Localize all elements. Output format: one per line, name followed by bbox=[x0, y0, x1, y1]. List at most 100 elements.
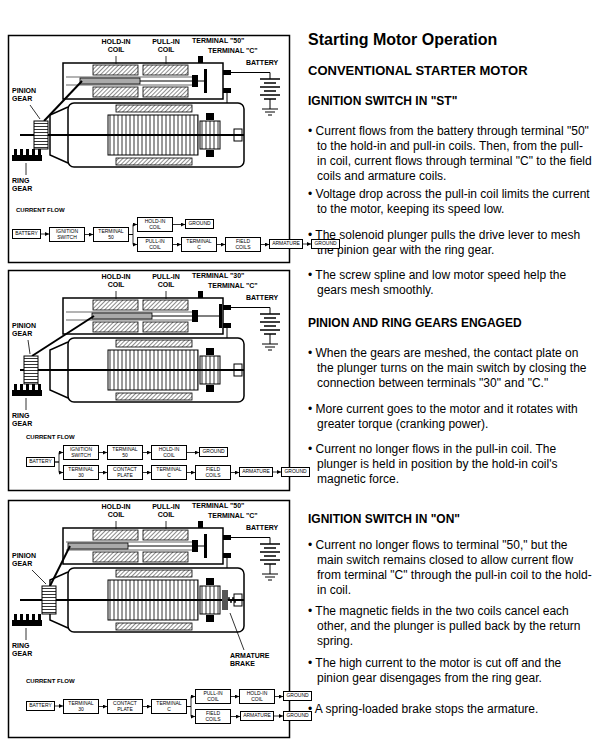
flow-arrow bbox=[99, 452, 107, 453]
part-label: PULL-IN COIL bbox=[148, 503, 184, 518]
flow-box: ARMATURE bbox=[239, 467, 273, 477]
part-label: PINION GEAR bbox=[12, 552, 46, 567]
box-text: HOLD-IN COIL bbox=[242, 691, 272, 702]
drawing-part bbox=[152, 315, 219, 316]
drawing-part bbox=[219, 304, 222, 328]
flow-arrow bbox=[173, 224, 185, 225]
panel-frame bbox=[9, 36, 290, 263]
box-text: TERMINAL 50 bbox=[96, 229, 126, 240]
box-text: ARMATURE bbox=[243, 713, 271, 719]
part-label: TERMINAL "C" bbox=[208, 512, 258, 520]
box-text: CONTACT PLATE bbox=[110, 467, 140, 478]
part-label: PULL-IN COIL bbox=[148, 38, 184, 53]
section-heading: PINION AND RING GEARS ENGAGED bbox=[308, 316, 592, 331]
box-text: FIELD COILS bbox=[228, 239, 258, 250]
box-text: GROUND bbox=[284, 469, 306, 475]
drawing-part bbox=[92, 313, 152, 319]
drawing-part bbox=[12, 56, 280, 175]
flow-box: BATTERY bbox=[12, 229, 41, 239]
flow-arrow bbox=[273, 472, 281, 473]
part-label: BATTERY bbox=[246, 294, 278, 302]
flow-box: PULL-IN COIL bbox=[195, 689, 231, 704]
drawing-part bbox=[42, 586, 56, 614]
flow-arrow bbox=[187, 707, 195, 717]
flow-box: ARMATURE bbox=[240, 711, 274, 721]
drawing-part bbox=[222, 590, 228, 610]
flow-box: GROUND bbox=[185, 219, 214, 229]
flow-arrow bbox=[55, 453, 63, 463]
flow-arrow bbox=[55, 462, 63, 473]
box-text: GROUND bbox=[202, 449, 224, 455]
box-text: FIELD COILS bbox=[198, 711, 228, 722]
box-text: IGNITION SWITCH bbox=[52, 229, 82, 240]
flow-box: TERMINAL 50 bbox=[107, 445, 143, 460]
starter-st bbox=[12, 56, 280, 175]
flow-arrow bbox=[129, 225, 137, 235]
box-text: TERMINAL C bbox=[184, 239, 214, 250]
flow-box: TERMINAL C bbox=[151, 465, 187, 480]
flow-box: GROUND bbox=[283, 691, 312, 701]
box-text: PULL-IN COIL bbox=[140, 239, 170, 250]
part-label: HOLD-IN COIL bbox=[98, 273, 134, 288]
box-text: TERMINAL 30 bbox=[66, 701, 96, 712]
box-text: GROUND bbox=[286, 693, 308, 699]
flow-box: CONTACT PLATE bbox=[107, 465, 143, 480]
section-heading: IGNITION SWITCH IN "ST" bbox=[308, 94, 592, 109]
box-text: PULL-IN COIL bbox=[198, 691, 228, 702]
flow-box: TERMINAL 30 bbox=[63, 465, 99, 480]
bullet-text: • The magnetic fields in the two coils c… bbox=[308, 604, 592, 649]
flow-arrow bbox=[231, 472, 239, 473]
drawing-part bbox=[28, 340, 30, 354]
starter-engaged bbox=[12, 291, 280, 410]
part-label: RING GEAR bbox=[12, 412, 38, 427]
flow-arrow bbox=[41, 234, 49, 235]
section-heading: CONVENTIONAL STARTER MOTOR bbox=[308, 63, 592, 79]
drawing-part bbox=[32, 316, 94, 356]
flow-caption: CURRENT FLOW bbox=[26, 434, 75, 441]
bullet-text: • A spring-loaded brake stops the armatu… bbox=[308, 702, 592, 717]
drawing-part bbox=[30, 105, 40, 119]
flow-box: GROUND bbox=[283, 711, 312, 721]
bullet-text: • Voltage drop across the pull-in coil l… bbox=[308, 187, 592, 217]
flow-arrow bbox=[274, 716, 283, 717]
panel-frame bbox=[9, 501, 290, 738]
box-text: HOLD-IN COIL bbox=[154, 447, 184, 458]
part-label: TERMINAL "50" bbox=[192, 502, 244, 510]
flow-arrow bbox=[85, 234, 93, 235]
flow-box: HOLD-IN COIL bbox=[151, 445, 187, 460]
flow-box: BATTERY bbox=[26, 701, 55, 711]
part-label: TERMINAL "C" bbox=[208, 282, 258, 290]
drawing-part bbox=[50, 546, 70, 586]
part-label: BATTERY bbox=[246, 59, 278, 67]
flow-box: FIELD COILS bbox=[195, 709, 231, 724]
drawing-part bbox=[44, 81, 82, 121]
bullet-text: • The screw spline and low motor speed h… bbox=[308, 268, 592, 298]
flow-arrow bbox=[143, 452, 151, 453]
box-text: HOLD-IN COIL bbox=[140, 219, 170, 230]
box-text: ARMATURE bbox=[242, 469, 270, 475]
flow-arrow bbox=[129, 235, 137, 245]
flow-arrow bbox=[187, 452, 199, 453]
section-heading: IGNITION SWITCH IN "ON" bbox=[308, 512, 592, 527]
flow-arrow bbox=[143, 472, 151, 473]
flow-box: GROUND bbox=[199, 447, 228, 457]
flow-box: TERMINAL 50 bbox=[93, 227, 129, 242]
drawing-part bbox=[230, 613, 244, 650]
flow-caption: CURRENT FLOW bbox=[16, 207, 65, 214]
bullet-text: • More current goes to the motor and it … bbox=[308, 402, 592, 432]
bullet-text: • The solenoid plunger pulls the drive l… bbox=[308, 228, 592, 258]
bullet-text: • The high current to the motor is cut o… bbox=[308, 656, 592, 686]
drawing-part bbox=[32, 570, 46, 584]
box-text: ARMATURE bbox=[272, 241, 300, 247]
drawing-part bbox=[128, 545, 204, 546]
box-text: TERMINAL C bbox=[154, 701, 184, 712]
flow-box: IGNITION SWITCH bbox=[63, 445, 99, 460]
flow-box: GROUND bbox=[311, 239, 340, 249]
flow-arrow bbox=[99, 472, 107, 473]
flow-box: ARMATURE bbox=[269, 239, 303, 249]
panel-frame bbox=[9, 271, 290, 491]
flow-box: GROUND bbox=[281, 467, 310, 477]
flow-box: PULL-IN COIL bbox=[137, 237, 173, 252]
flow-arrow bbox=[275, 696, 283, 697]
part-label: PULL-IN COIL bbox=[148, 273, 184, 288]
